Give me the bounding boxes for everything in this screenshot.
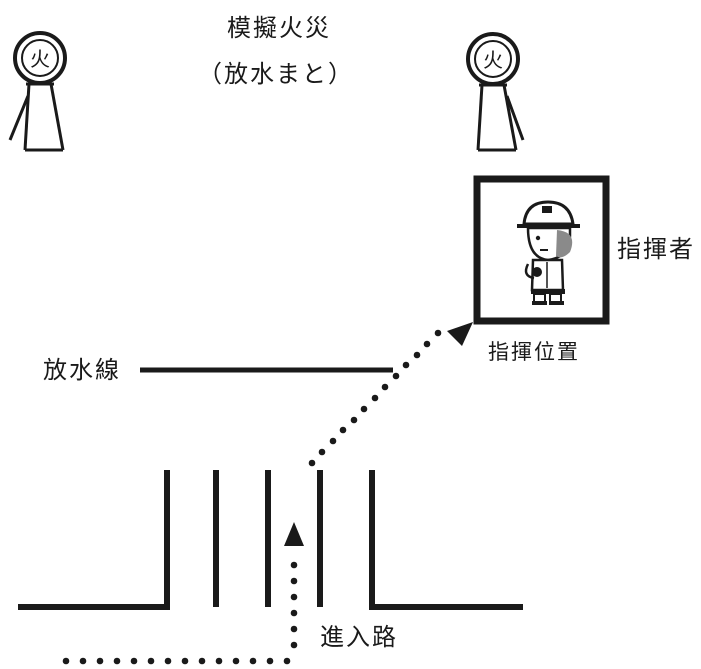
fire-target-right: 火 <box>466 32 525 152</box>
command-position-label: 指揮位置 <box>488 340 580 364</box>
up-arrow-icon <box>284 522 304 546</box>
fire-glyph: 火 <box>483 48 503 72</box>
approach-path-dots <box>62 561 298 665</box>
entry-corridor <box>18 470 523 610</box>
corridor-right-wall <box>369 470 523 610</box>
fire-target-icon: 火 <box>466 32 520 86</box>
commander-label: 指揮者 <box>617 235 695 263</box>
target-stand <box>476 83 525 152</box>
route-to-command-dots <box>308 329 442 467</box>
target-stand <box>8 82 65 152</box>
fire-target-icon: 火 <box>13 31 67 85</box>
page-subtitle: （放水まと） <box>198 60 354 88</box>
fire-target-left: 火 <box>8 31 67 152</box>
entry-path-label: 進入路 <box>320 623 398 651</box>
water-line-label: 放水線 <box>43 356 121 384</box>
fire-glyph: 火 <box>30 47 50 71</box>
arrowhead-icon <box>447 322 473 346</box>
commander-figure <box>517 200 580 305</box>
helmet-icon <box>517 200 580 228</box>
corridor-left-wall <box>18 470 170 610</box>
page-title: 模擬火災 <box>227 14 331 42</box>
